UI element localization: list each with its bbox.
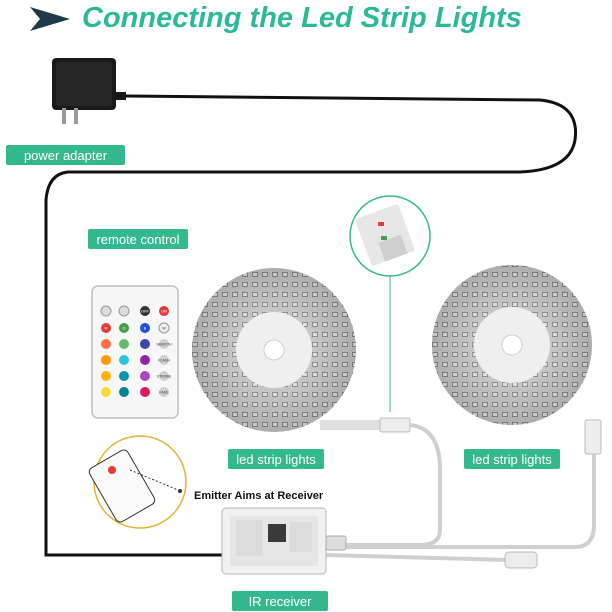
- remote-btn-w: W: [162, 327, 166, 331]
- remote-btn-fade: FADE: [159, 391, 169, 395]
- power-cable: [44, 94, 578, 557]
- remote-btn-on: ON: [161, 309, 167, 314]
- caption-emitter: Emitter Aims at Receiver: [194, 490, 324, 502]
- remote-btn-r: R: [105, 326, 108, 331]
- ir-receiver: [221, 507, 347, 575]
- label-remote-control: remote control: [88, 229, 188, 249]
- remote-btn-off: OFF: [141, 309, 150, 314]
- label-led-strip-left: led strip lights: [228, 449, 324, 469]
- label-power-adapter: power adapter: [6, 145, 125, 165]
- remote-btn-smooth: SMOOTH: [156, 343, 172, 347]
- connector-zoom: [349, 195, 431, 412]
- led-reel-right: [432, 265, 592, 425]
- remote-btn-g: G: [122, 326, 125, 331]
- remote-btn-strobe: STROBE: [157, 375, 172, 379]
- label-led-strip-right: led strip lights: [464, 449, 560, 469]
- page-title: Connecting the Led Strip Lights: [82, 2, 522, 34]
- remote-control: [91, 285, 179, 419]
- power-adapter: [52, 58, 126, 124]
- remote-btn-b: B: [144, 326, 147, 331]
- led-reel-left: [192, 268, 356, 432]
- remote-zoom: [88, 435, 187, 529]
- label-ir-receiver: IR receiver: [232, 591, 328, 611]
- title-arrow-icon: [30, 7, 70, 31]
- title-bar: Connecting the Led Strip Lights: [0, 0, 612, 38]
- remote-btn-flash: FLASH: [158, 359, 170, 363]
